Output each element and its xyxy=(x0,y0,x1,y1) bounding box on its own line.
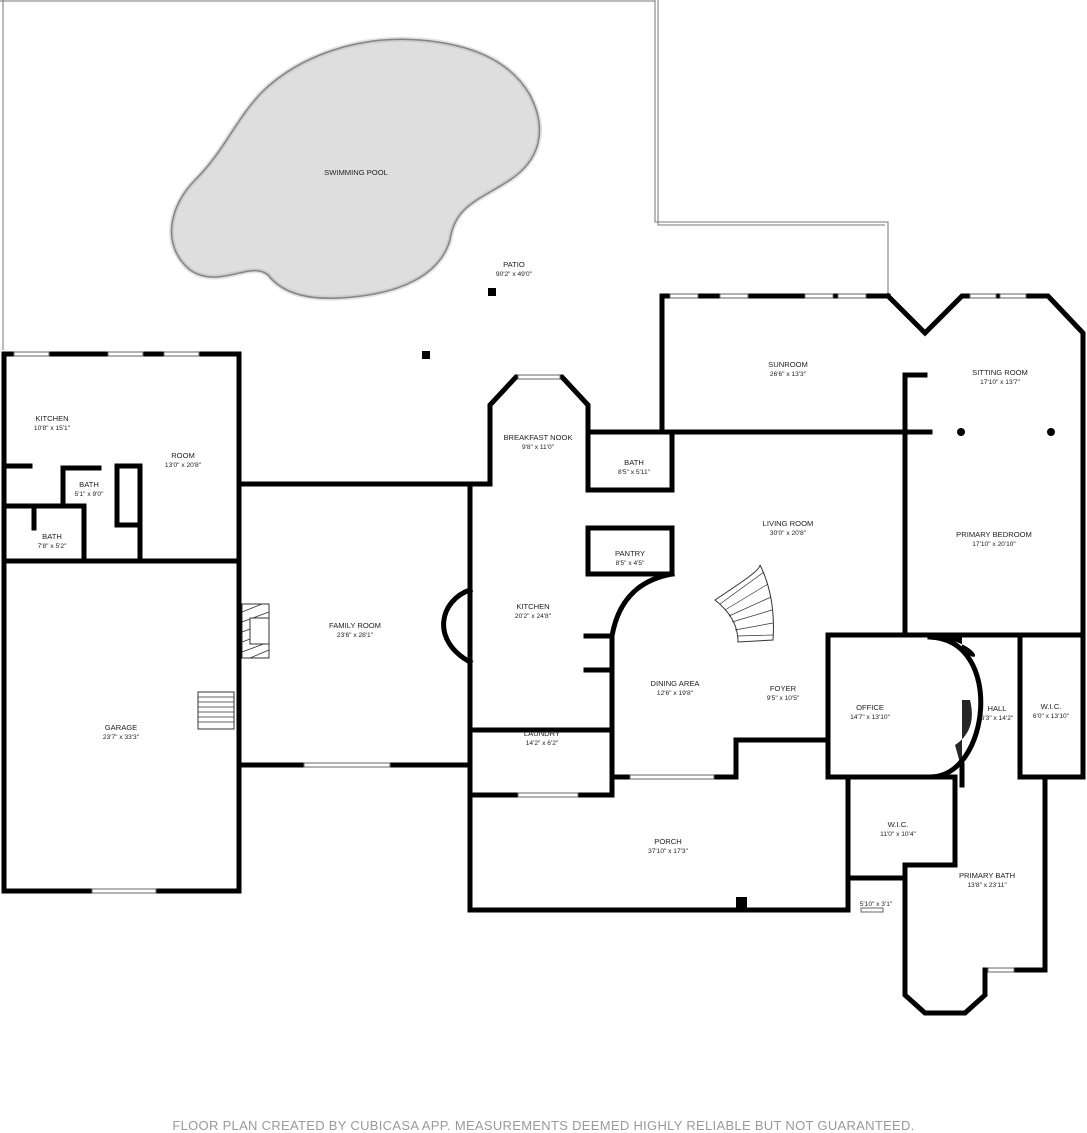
room-name-patio: PATIO xyxy=(503,260,525,269)
room-name-pantry: PANTRY xyxy=(615,549,645,558)
footer-disclaimer: FLOOR PLAN CREATED BY CUBICASA APP. MEAS… xyxy=(172,1118,915,1133)
room-name-dining-area: DINING AREA xyxy=(651,679,701,688)
room-dimensions-porch: 37'10" x 17'3" xyxy=(648,848,688,855)
room-dimensions-wic-2: 11'0" x 10'4" xyxy=(880,831,916,838)
room-name-hall: HALL xyxy=(988,704,1007,713)
room-name-garage: GARAGE xyxy=(105,723,138,732)
room-dimensions-bath-guest-1: 5'1" x 9'0" xyxy=(75,491,104,498)
room-name-office: OFFICE xyxy=(856,703,884,712)
column xyxy=(1047,428,1055,436)
room-name-breakfast-nook: BREAKFAST NOOK xyxy=(503,433,572,442)
room-name-bath-guest-1: BATH xyxy=(79,480,99,489)
garage-stairs xyxy=(197,691,235,730)
room-dimensions-living-room: 30'0" x 20'8" xyxy=(770,530,807,537)
room-name-sitting-room: SITTING ROOM xyxy=(972,368,1028,377)
room-name-family-room: FAMILY ROOM xyxy=(329,621,381,630)
room-dimensions-bath-guest-2: 7'8" x 5'2" xyxy=(38,543,67,550)
room-dimensions-office: 14'7" x 13'10" xyxy=(850,714,890,721)
room-name-laundry: LAUNDRY xyxy=(524,729,560,738)
room-dimensions-room: 13'0" x 20'8" xyxy=(165,462,202,469)
patio-post xyxy=(488,288,496,296)
room-dimensions-dining-area: 12'6" x 19'8" xyxy=(657,690,694,697)
room-dimensions-breakfast-nook: 9'8" x 11'0" xyxy=(522,444,555,451)
room-name-foyer: FOYER xyxy=(770,684,797,693)
room-dimensions-sunroom: 26'6" x 13'3" xyxy=(770,371,807,378)
room-name-wic-2: W.I.C. xyxy=(888,820,909,829)
room-dimensions-sitting-room: 17'10" x 13'7" xyxy=(980,379,1020,386)
room-dimensions-closet-small: 5'10" x 3'1" xyxy=(860,901,893,908)
patio-post xyxy=(422,351,430,359)
fireplace xyxy=(241,603,270,659)
room-dimensions-wic-1: 6'0" x 13'10" xyxy=(1033,713,1070,720)
room-name-swimming-pool: SWIMMING POOL xyxy=(324,168,388,177)
room-name-kitchen-main: KITCHEN xyxy=(516,602,549,611)
room-dimensions-pantry: 8'5" x 4'5" xyxy=(616,560,645,567)
room-dimensions-primary-bedroom: 17'10" x 20'10" xyxy=(972,541,1016,548)
room-name-porch: PORCH xyxy=(654,837,681,846)
room-dimensions-laundry: 14'2" x 6'2" xyxy=(526,740,559,747)
guest-wing-walls xyxy=(1,351,242,894)
room-name-living-room: LIVING ROOM xyxy=(763,519,814,528)
room-labels: SWIMMING POOL PATIO 90'2" x 49'0" KITCHEN 10… xyxy=(34,168,1070,908)
swimming-pool-shape xyxy=(170,38,541,299)
swimming-pool-coping xyxy=(169,36,543,301)
room-name-kitchen-guest: KITCHEN xyxy=(35,414,68,423)
room-name-sunroom: SUNROOM xyxy=(768,360,808,369)
room-dimensions-garage: 23'7" x 33'3" xyxy=(103,734,140,741)
room-dimensions-kitchen-main: 20'2" x 24'8" xyxy=(515,613,552,620)
room-name-bath-main: BATH xyxy=(624,458,644,467)
patio-outline xyxy=(0,0,889,350)
room-dimensions-bath-main: 8'5" x 5'11" xyxy=(618,469,651,476)
room-name-wic-1: W.I.C. xyxy=(1041,702,1062,711)
windows xyxy=(13,293,1027,973)
room-dimensions-kitchen-guest: 10'8" x 15'1" xyxy=(34,425,71,432)
room-name-room: ROOM xyxy=(171,451,195,460)
main-house-walls xyxy=(236,292,1086,1016)
foyer-stair xyxy=(714,564,774,643)
porch-column xyxy=(736,897,747,912)
room-dimensions-hall: 6'3" x 14'2" xyxy=(981,715,1014,722)
room-name-primary-bath: PRIMARY BATH xyxy=(959,871,1015,880)
room-dimensions-foyer: 9'5" x 10'5" xyxy=(767,695,800,702)
room-dimensions-primary-bath: 13'8" x 23'11" xyxy=(967,882,1007,889)
room-dimensions-patio: 90'2" x 49'0" xyxy=(496,271,533,278)
room-name-bath-guest-2: BATH xyxy=(42,532,62,541)
column xyxy=(957,428,965,436)
room-dimensions-family-room: 23'6" x 28'1" xyxy=(337,632,374,639)
room-name-primary-bedroom: PRIMARY BEDROOM xyxy=(956,530,1032,539)
